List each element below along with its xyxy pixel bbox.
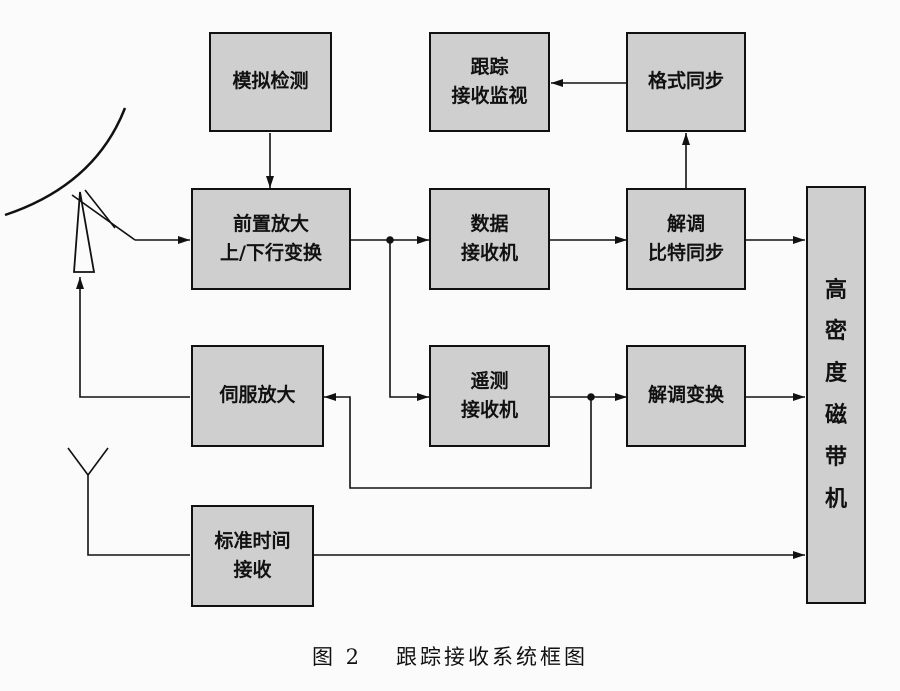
demod-bit-sync-block: 解调 比特同步 (626, 188, 746, 290)
data-receiver-block: 数据 接收机 (429, 188, 550, 290)
servo-amp-block: 伺服放大 (191, 345, 324, 447)
dish-antenna-icon (4, 107, 136, 273)
standard-time-receive-block: 标准时间 接收 (191, 505, 314, 607)
high-density-tape-recorder-block: 高 密 度 磁 带 机 (806, 186, 866, 604)
telemetry-receiver-block: 遥测 接收机 (429, 345, 550, 447)
figure-caption: 图 2 跟踪接收系统框图 (0, 641, 900, 671)
demod-convert-block: 解调变换 (626, 345, 746, 447)
format-sync-block: 格式同步 (626, 32, 746, 132)
tracking-receive-monitor-block: 跟踪 接收监视 (429, 32, 550, 132)
figure-title: 跟踪接收系统框图 (396, 645, 589, 669)
analog-detect-block: 模拟检测 (209, 32, 332, 132)
figure-number: 图 2 (311, 645, 363, 669)
preamp-updown-convert-block: 前置放大 上/下行变换 (191, 188, 351, 290)
whip-antenna-icon (67, 447, 190, 556)
